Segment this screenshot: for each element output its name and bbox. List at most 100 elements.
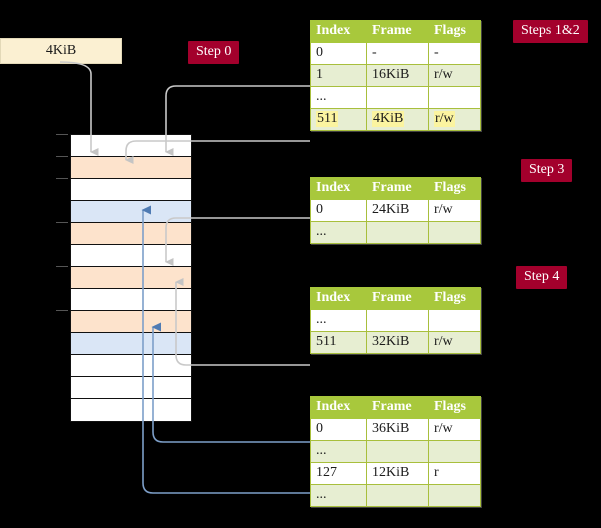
table-cell: 511 [310, 331, 367, 354]
memory-row-tick [56, 310, 68, 311]
highlighted-value: r/w [434, 111, 455, 127]
table-cell: 32KiB [366, 331, 429, 354]
memory-frame-row [71, 355, 191, 377]
table-cell: 0 [310, 418, 367, 441]
table-cell: 36KiB [366, 418, 429, 441]
table-cell: r/w [428, 64, 481, 87]
table-cell: r/w [428, 418, 481, 441]
memory-frame-row [71, 179, 191, 201]
badge-step-4: Step 4 [516, 266, 568, 289]
badge-step-3: Step 3 [521, 159, 573, 182]
physical-memory-column [70, 134, 192, 422]
memory-frame-row [71, 157, 191, 179]
table-cell: ... [310, 221, 367, 244]
table-row[interactable]: ... [310, 221, 481, 244]
table-cell: ... [310, 86, 367, 109]
table-cell [366, 309, 429, 332]
badge-step-0: Step 0 [188, 41, 240, 64]
table-cell: r [428, 462, 481, 485]
table-row[interactable]: ... [310, 484, 481, 507]
table-cell: 16KiB [366, 64, 429, 87]
badge-label: Step 4 [524, 269, 560, 284]
table-cell: ... [310, 484, 367, 507]
column-header: Flags [428, 396, 481, 419]
table-cell: ... [310, 309, 367, 332]
table-cell [428, 309, 481, 332]
table-cell: 0 [310, 199, 367, 222]
memory-frame-row [71, 289, 191, 311]
column-header: Index [310, 396, 367, 419]
table-cell [428, 86, 481, 109]
column-header: Frame [366, 287, 429, 310]
memory-row-tick [56, 156, 68, 157]
table-cell [428, 221, 481, 244]
table-cell [366, 440, 429, 463]
table-cell: r/w [428, 199, 481, 222]
table-cell [428, 484, 481, 507]
wire-step4 [175, 278, 310, 366]
badge-steps-1-and-2: Steps 1&2 [513, 20, 588, 43]
column-header: Flags [428, 20, 481, 43]
table-cell: r/w [428, 108, 481, 131]
table-cell: - [366, 42, 429, 65]
table-row[interactable]: ... [310, 309, 481, 332]
table-row[interactable]: 511 4KiB r/w [310, 108, 481, 131]
memory-frame-row [71, 399, 191, 421]
highlighted-value: 511 [316, 111, 339, 127]
memory-frame-row [71, 135, 191, 157]
memory-frame-row [71, 377, 191, 399]
memory-frame-row [71, 223, 191, 245]
table-cell [366, 86, 429, 109]
table-cell [366, 221, 429, 244]
column-header: Frame [366, 396, 429, 419]
table-cell: 511 [310, 108, 367, 131]
memory-row-tick [56, 222, 68, 223]
table-cell: ... [310, 440, 367, 463]
table-cell: 24KiB [366, 199, 429, 222]
column-header: Flags [428, 177, 481, 200]
memory-frame-row [71, 201, 191, 223]
table-cell: - [428, 42, 481, 65]
table-cell [428, 440, 481, 463]
memory-frame-row [71, 333, 191, 355]
column-header: Flags [428, 287, 481, 310]
badge-label: Steps 1&2 [521, 23, 580, 38]
badge-label: Step 0 [196, 44, 232, 59]
memory-row-tick [56, 134, 68, 135]
badge-label: Step 3 [529, 162, 565, 177]
virtual-address-label: 4KiB [45, 43, 77, 58]
table-cell: r/w [428, 331, 481, 354]
column-header: Index [310, 177, 367, 200]
table-row[interactable]: 0-- [310, 42, 481, 65]
memory-frame-row [71, 267, 191, 289]
table-cell [366, 484, 429, 507]
column-header: Index [310, 287, 367, 310]
memory-row-tick [56, 178, 68, 179]
highlighted-value: 4KiB [372, 111, 405, 127]
table-cell: 4KiB [366, 108, 429, 131]
virtual-address-box: 4KiB [0, 38, 122, 64]
table-row[interactable]: ... [310, 440, 481, 463]
memory-frame-row [71, 311, 191, 333]
table-cell: 127 [310, 462, 367, 485]
column-header: Frame [366, 177, 429, 200]
column-header: Index [310, 20, 367, 43]
memory-frame-row [71, 245, 191, 267]
table-row[interactable]: ... [310, 86, 481, 109]
table-cell: 1 [310, 64, 367, 87]
table-cell: 12KiB [366, 462, 429, 485]
